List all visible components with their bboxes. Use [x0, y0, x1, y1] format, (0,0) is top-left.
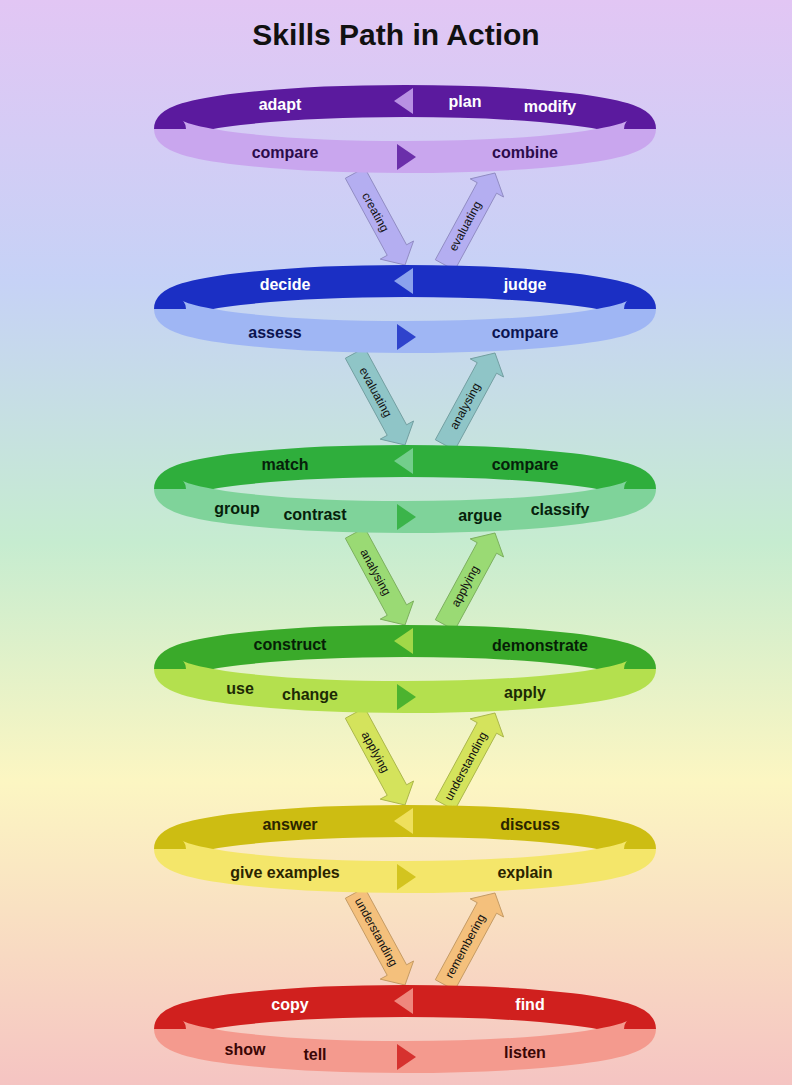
- skill-verb: apply: [504, 684, 546, 702]
- level-label: remembering: [441, 910, 490, 984]
- skill-verb: contrast: [283, 506, 346, 524]
- skill-verb: adapt: [259, 96, 302, 114]
- skill-verb: construct: [254, 636, 327, 654]
- skill-ring: construct demonstrate use change apply: [154, 625, 656, 713]
- skill-verb: show: [225, 1041, 266, 1059]
- level-arrow: [435, 173, 503, 270]
- ring-arrowhead: [394, 808, 413, 834]
- ring-arrowhead: [397, 1044, 416, 1070]
- skill-verb: compare: [492, 456, 559, 474]
- ring-band: [154, 265, 656, 353]
- skill-verb: demonstrate: [492, 637, 588, 655]
- diagram-title: Skills Path in Action: [0, 18, 792, 52]
- skill-verb: assess: [248, 324, 301, 342]
- skill-verb: classify: [531, 501, 590, 519]
- skill-verb: compare: [252, 144, 319, 162]
- ring-arrowhead: [394, 628, 413, 654]
- ring-band: [154, 85, 656, 173]
- level-arrow: [345, 348, 413, 445]
- skill-ring: decide judge assess compare: [154, 265, 656, 353]
- skill-verb: answer: [262, 816, 317, 834]
- level-arrow: [435, 353, 503, 450]
- skill-verb: judge: [504, 276, 547, 294]
- skill-verb: change: [282, 686, 338, 704]
- level-arrow: [435, 713, 503, 810]
- ring-arrowhead: [397, 324, 416, 350]
- skill-verb: give examples: [230, 864, 339, 882]
- skill-verb: listen: [504, 1044, 546, 1062]
- skill-verb: argue: [458, 507, 502, 525]
- ring-arrowhead: [394, 88, 413, 114]
- level-arrow: [345, 888, 413, 985]
- ring-arrowhead: [394, 988, 413, 1014]
- skill-verb: group: [214, 500, 259, 518]
- level-arrow: [435, 533, 503, 630]
- skill-verb: plan: [449, 93, 482, 111]
- skill-verb: explain: [497, 864, 552, 882]
- level-arrow: [345, 708, 413, 805]
- skill-verb: tell: [303, 1046, 326, 1064]
- ring-arrowhead: [394, 448, 413, 474]
- ring-band: [154, 445, 656, 533]
- level-arrow: [345, 528, 413, 625]
- ring-arrowhead: [397, 504, 416, 530]
- skill-verb: discuss: [500, 816, 560, 834]
- ring-band: [154, 805, 656, 893]
- level-label: understanding: [350, 892, 402, 971]
- skill-ring: copy find show tell listen: [154, 985, 656, 1073]
- skill-verb: compare: [492, 324, 559, 342]
- skill-verb: use: [226, 680, 254, 698]
- ring-band: [154, 985, 656, 1073]
- skill-verb: combine: [492, 144, 558, 162]
- ring-arrowhead: [394, 268, 413, 294]
- skill-verb: match: [261, 456, 308, 474]
- level-arrow: [345, 168, 413, 265]
- ring-arrowhead: [397, 864, 416, 890]
- skill-verb: copy: [271, 996, 308, 1014]
- level-arrow: [435, 893, 503, 990]
- skill-ring: adapt plan modify compare combine: [154, 85, 656, 173]
- skill-ring: answer discuss give examples explain: [154, 805, 656, 893]
- skill-verb: modify: [524, 98, 576, 116]
- ring-arrowhead: [397, 684, 416, 710]
- skill-verb: find: [515, 996, 544, 1014]
- skill-verb: decide: [260, 276, 311, 294]
- level-label: understanding: [440, 727, 492, 806]
- skill-ring: match compare group contrast argue classify: [154, 445, 656, 533]
- ring-arrowhead: [397, 144, 416, 170]
